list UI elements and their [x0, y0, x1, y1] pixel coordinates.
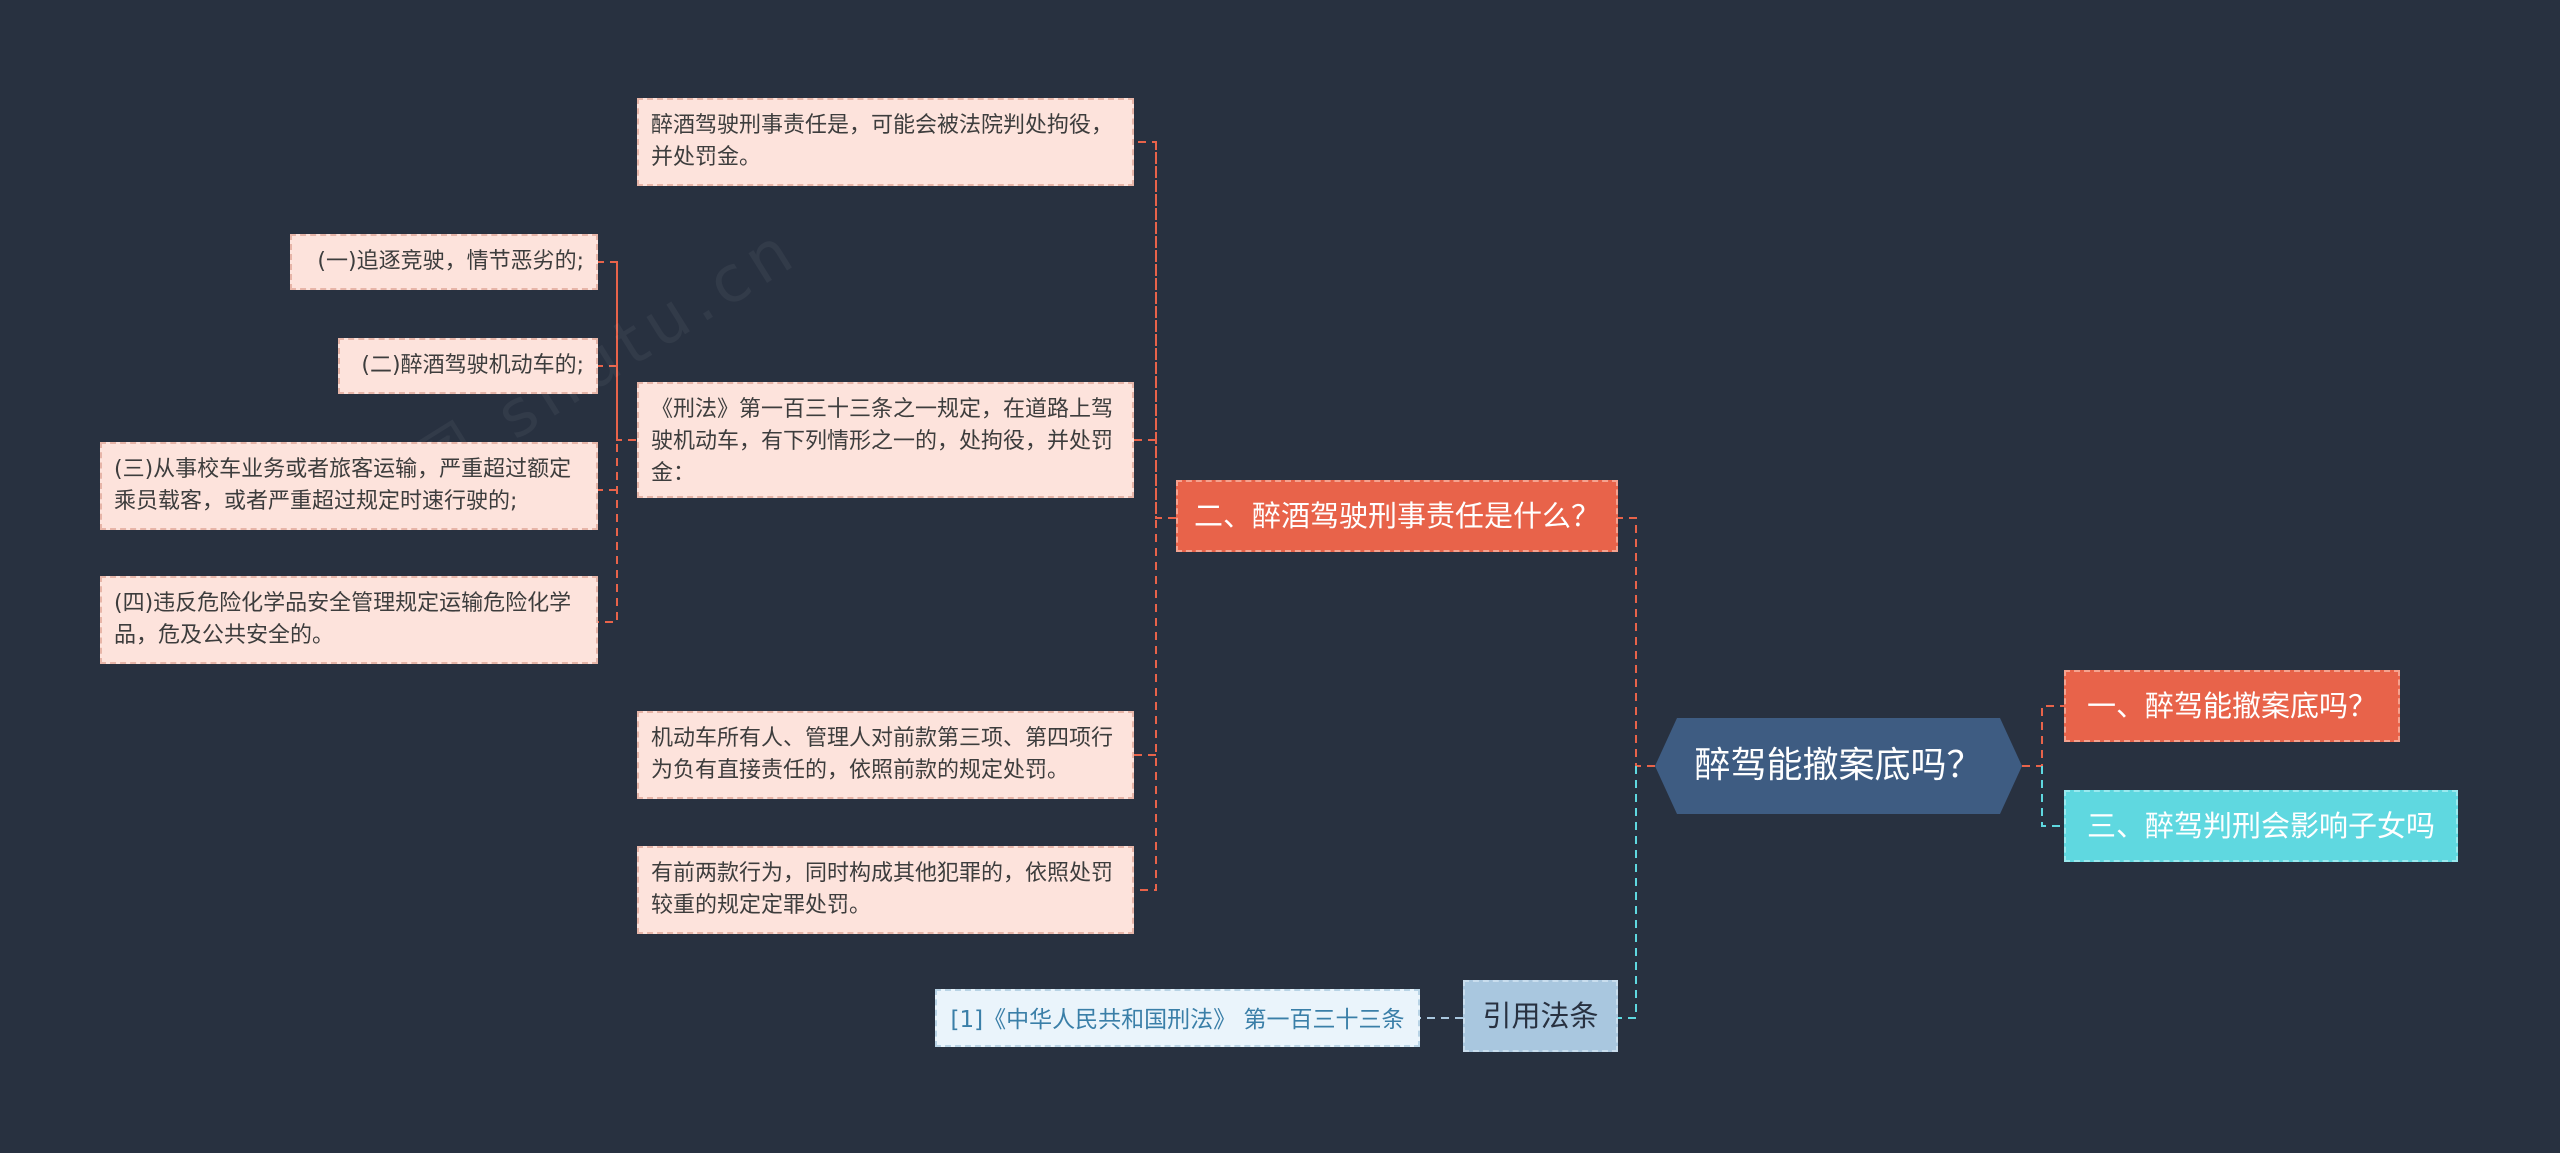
link-root-left-spine [1618, 517, 1655, 767]
leaf-owner-liability-text: 机动车所有人、管理人对前款第三项、第四项行为负有直接责任的，依照前款的规定处罚。 [651, 726, 1114, 783]
leaf-clause-2[interactable]: (二)醉酒驾驶机动车的; [338, 338, 598, 394]
link-root-cite [1618, 766, 1637, 1019]
leaf-liability-summary[interactable]: 醉酒驾驶刑事责任是，可能会被法院判处拘役，并处罚金。 [637, 98, 1134, 186]
link-root-b1 [2022, 705, 2064, 767]
link-root-b3 [2041, 766, 2064, 827]
leaf-concurrent-crimes[interactable]: 有前两款行为，同时构成其他犯罪的，依照处罚较重的规定定罪处罚。 [637, 846, 1134, 934]
reference-criminal-law[interactable]: [1]《中华人民共和国刑法》 第一百三十三条 [935, 989, 1420, 1047]
leaf-clause-4-text: (四)违反危险化学品安全管理规定运输危险化学品，危及公共安全的。 [114, 591, 572, 648]
leaf-clause-1-text: (一)追逐竞驶，情节恶劣的; [317, 249, 584, 274]
link-b2-spine [1134, 141, 1176, 891]
leaf-clause-3-text: (三)从事校车业务或者旅客运输，严重超过额定乘员载客，或者严重超过规定时速行驶的… [114, 457, 572, 514]
reference-criminal-law-text: [1]《中华人民共和国刑法》 第一百三十三条 [950, 1007, 1405, 1033]
leaf-concurrent-crimes-text: 有前两款行为，同时构成其他犯罪的，依照处罚较重的规定定罪处罚。 [651, 861, 1114, 918]
leaf-criminal-law-article-text: 《刑法》第一百三十三条之一规定，在道路上驾驶机动车，有下列情形之一的，处拘役，并… [651, 397, 1114, 486]
leaf-clause-4[interactable]: (四)违反危险化学品安全管理规定运输危险化学品，危及公共安全的。 [100, 576, 598, 664]
leaf-clause-3[interactable]: (三)从事校车业务或者旅客运输，严重超过额定乘员载客，或者严重超过规定时速行驶的… [100, 442, 598, 530]
branch-cited-law[interactable]: 引用法条 [1463, 980, 1618, 1052]
leaf-owner-liability[interactable]: 机动车所有人、管理人对前款第三项、第四项行为负有直接责任的，依照前款的规定处罚。 [637, 711, 1134, 799]
branch-can-record-be-removed[interactable]: 一、醉驾能撤案底吗？ [2064, 670, 2400, 742]
link-c2-spine [598, 261, 636, 623]
leaf-liability-summary-text: 醉酒驾驶刑事责任是，可能会被法院判处拘役，并处罚金。 [651, 113, 1114, 170]
leaf-clause-1[interactable]: (一)追逐竞驶，情节恶劣的; [290, 234, 598, 290]
leaf-clause-2-text: (二)醉酒驾驶机动车的; [361, 353, 584, 378]
leaf-criminal-law-article[interactable]: 《刑法》第一百三十三条之一规定，在道路上驾驶机动车，有下列情形之一的，处拘役，并… [637, 382, 1134, 498]
branch-impact-on-children[interactable]: 三、醉驾判刑会影响子女吗 [2064, 790, 2458, 862]
root-topic[interactable]: 醉驾能撤案底吗？ [1655, 718, 2022, 814]
branch-criminal-liability[interactable]: 二、醉酒驾驶刑事责任是什么？ [1176, 480, 1618, 552]
